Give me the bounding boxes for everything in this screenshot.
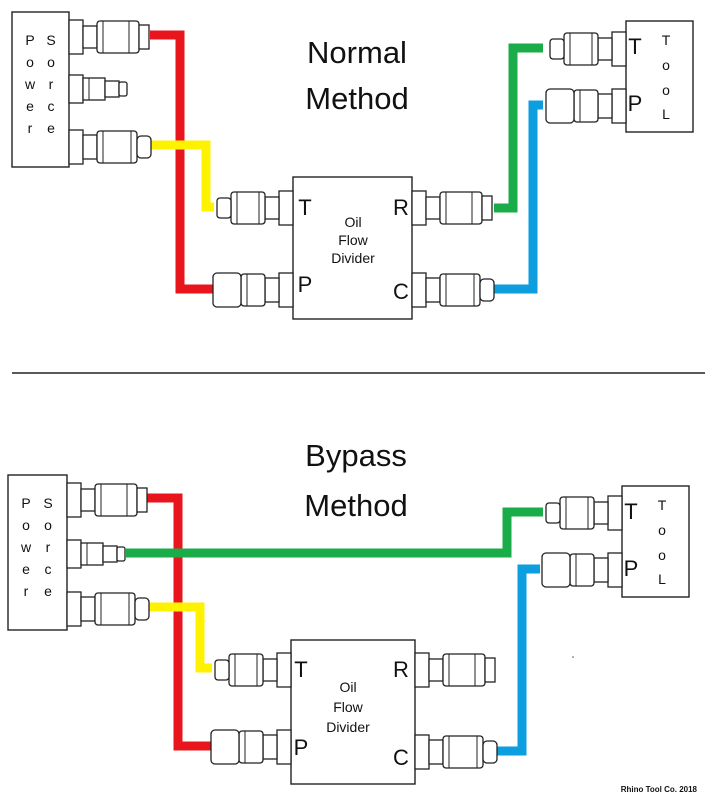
normal-source-letter-3: c bbox=[48, 98, 55, 114]
normal-source-letter-1: o bbox=[47, 54, 55, 70]
bypass-tool-letter-2: o bbox=[658, 547, 666, 563]
credit-text: Rhino Tool Co. 2018 bbox=[621, 785, 698, 794]
normal-title-line2: Method bbox=[305, 81, 408, 116]
normal-tool-letter-3: L bbox=[662, 106, 670, 122]
normal-divider-fitting-t bbox=[216, 190, 294, 226]
normal-method-panel: P o w e r S o r c e Normal Method T P T … bbox=[11, 11, 694, 320]
normal-divider-port-p: P bbox=[298, 272, 313, 297]
normal-divider-port-t: T bbox=[298, 195, 311, 220]
normal-tool-label: T o o L bbox=[662, 32, 671, 122]
normal-blue-hose bbox=[494, 100, 543, 294]
normal-divider-line1: Oil bbox=[344, 214, 361, 230]
bypass-source-letter-2: r bbox=[46, 539, 51, 555]
normal-divider-fitting-r bbox=[411, 190, 493, 226]
normal-red-hose bbox=[150, 30, 214, 294]
normal-green-hose bbox=[494, 43, 543, 213]
normal-power-letter-4: r bbox=[28, 120, 33, 136]
normal-source-letter-0: S bbox=[46, 32, 55, 48]
bypass-divider-line3: Divider bbox=[326, 719, 370, 735]
normal-divider-box bbox=[292, 176, 413, 320]
bypass-divider-box bbox=[290, 639, 416, 785]
normal-tool-letter-2: o bbox=[662, 82, 670, 98]
normal-power-fitting-top bbox=[68, 19, 150, 55]
normal-tool-box bbox=[625, 20, 694, 133]
bypass-source-letter-1: o bbox=[44, 517, 52, 533]
bypass-title-line2: Method bbox=[304, 488, 407, 523]
bypass-green-hose bbox=[126, 507, 543, 558]
normal-divider-port-r: R bbox=[393, 195, 409, 220]
bypass-divider-fitting-c bbox=[414, 734, 498, 770]
bypass-divider-line2: Flow bbox=[333, 699, 363, 715]
bypass-source-letter-0: S bbox=[43, 495, 52, 511]
bypass-tool-port-p: P bbox=[624, 556, 639, 581]
bypass-power-letter-4: r bbox=[24, 583, 29, 599]
bypass-power-source-label: P o w e r S o r c e bbox=[20, 495, 53, 599]
bypass-power-source-box bbox=[7, 474, 68, 631]
bypass-power-letter-3: e bbox=[22, 561, 30, 577]
bypass-tool-letter-3: L bbox=[658, 571, 666, 587]
bypass-power-fitting-bot bbox=[66, 591, 150, 627]
normal-source-letter-4: e bbox=[47, 120, 55, 136]
bypass-method-panel: P o w e r S o r c e Bypass Method T P T … bbox=[7, 438, 690, 785]
normal-yellow-hose bbox=[150, 140, 214, 212]
normal-tool-fittings bbox=[545, 31, 627, 124]
normal-tool-port-t: T bbox=[628, 34, 641, 59]
normal-divider-line3: Divider bbox=[331, 250, 375, 266]
bypass-divider-line1: Oil bbox=[339, 679, 356, 695]
normal-power-source-box bbox=[11, 11, 70, 168]
bypass-tool-letter-0: T bbox=[658, 497, 667, 513]
normal-title-line1: Normal bbox=[307, 35, 407, 70]
bypass-divider-port-t: T bbox=[294, 657, 307, 682]
bypass-divider-port-p: P bbox=[294, 735, 309, 760]
stray-dot bbox=[572, 656, 574, 658]
bypass-tool-box bbox=[621, 485, 690, 598]
bypass-title-line1: Bypass bbox=[305, 438, 407, 473]
normal-power-fitting-mid bbox=[68, 74, 128, 104]
normal-power-source-label: P o w e r S o r c e bbox=[24, 32, 56, 136]
normal-tool-letter-0: T bbox=[662, 32, 671, 48]
bypass-tool-fitting-p bbox=[541, 552, 623, 588]
bypass-power-letter-2: w bbox=[20, 539, 32, 555]
bypass-tool-letter-1: o bbox=[658, 522, 666, 538]
bypass-power-fitting-mid bbox=[66, 539, 126, 569]
bypass-divider-port-r: R bbox=[393, 657, 409, 682]
normal-divider-fitting-c bbox=[411, 272, 495, 308]
bypass-tool-label: T o o L bbox=[658, 497, 667, 587]
normal-tool-letter-1: o bbox=[662, 57, 670, 73]
bypass-divider-fitting-p bbox=[210, 729, 292, 765]
bypass-tool-fitting-t bbox=[545, 495, 623, 531]
bypass-divider-fitting-r bbox=[414, 652, 496, 688]
bypass-source-letter-3: c bbox=[45, 561, 52, 577]
bypass-tool-fittings bbox=[541, 495, 623, 588]
normal-power-fitting-bot bbox=[68, 129, 152, 165]
bypass-red-hose bbox=[144, 493, 212, 751]
bypass-power-letter-1: o bbox=[22, 517, 30, 533]
normal-power-source-fittings bbox=[68, 19, 152, 165]
bypass-yellow-hose bbox=[144, 602, 212, 673]
bypass-blue-hose bbox=[490, 564, 540, 756]
normal-source-letter-2: r bbox=[49, 76, 54, 92]
bypass-power-letter-0: P bbox=[21, 495, 30, 511]
normal-divider-port-c: C bbox=[393, 279, 409, 304]
normal-tool-fitting-t bbox=[549, 31, 627, 67]
normal-tool-port-p: P bbox=[628, 91, 643, 116]
normal-tool-fitting-p bbox=[545, 88, 627, 124]
bypass-source-letter-4: e bbox=[44, 583, 52, 599]
normal-divider-line2: Flow bbox=[338, 232, 368, 248]
bypass-tool-port-t: T bbox=[624, 499, 637, 524]
normal-power-letter-0: P bbox=[25, 32, 34, 48]
normal-power-letter-3: e bbox=[26, 98, 34, 114]
normal-power-letter-1: o bbox=[26, 54, 34, 70]
bypass-power-fitting-top bbox=[66, 482, 148, 518]
normal-power-letter-2: w bbox=[24, 76, 36, 92]
bypass-divider-fitting-t bbox=[214, 652, 292, 688]
bypass-divider-port-c: C bbox=[393, 745, 409, 770]
normal-divider-fitting-p bbox=[212, 272, 294, 308]
